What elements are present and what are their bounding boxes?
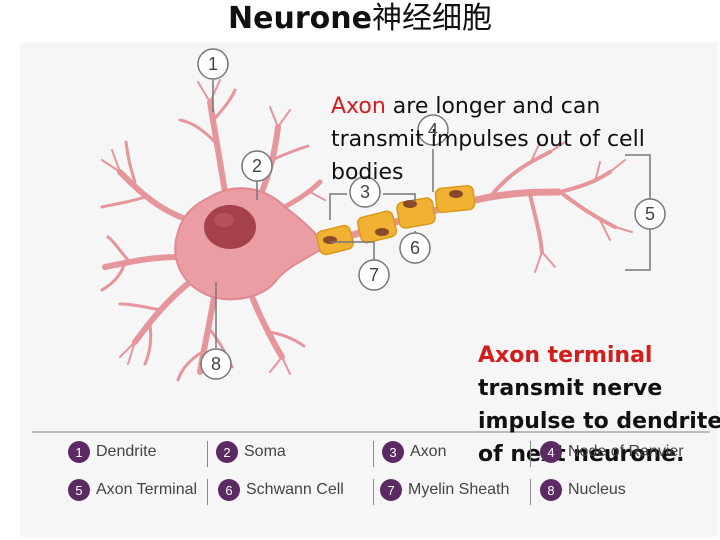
legend-item-dendrite: 1 Dendrite (68, 441, 156, 463)
axon-terminal (488, 141, 633, 273)
legend-item-myelin-sheath: 7 Myelin Sheath (380, 479, 509, 501)
myelin-sheath (316, 184, 476, 256)
legend-badge: 7 (380, 479, 402, 501)
svg-text:4: 4 (428, 120, 438, 140)
callout-5: 5 (634, 198, 666, 230)
callout-7: 7 (358, 259, 390, 291)
svg-text:7: 7 (369, 265, 379, 285)
diagram-panel: 1 2 3 4 5 6 7 8 Axon are longer and can transmi… (20, 42, 720, 537)
legend-separator (373, 441, 374, 467)
legend-badge: 4 (540, 441, 562, 463)
title-chinese: 神经细胞 (371, 1, 492, 36)
callout-1: 1 (197, 48, 229, 80)
callout-3: 3 (349, 176, 381, 208)
callout-8: 8 (200, 348, 232, 380)
legend-label: Dendrite (96, 443, 157, 460)
legend-separator (530, 441, 531, 467)
legend-badge: 8 (540, 479, 562, 501)
axon-annotation-highlight: Axon (331, 94, 386, 119)
legend-label: Node of Ranvier (568, 443, 684, 460)
axon-annotation-text: are longer and can transmit impulses out… (331, 94, 645, 185)
legend-separator (207, 479, 208, 505)
callout-4: 4 (417, 114, 449, 146)
svg-text:2: 2 (252, 156, 262, 176)
svg-text:5: 5 (645, 204, 655, 224)
legend-badge: 3 (382, 441, 404, 463)
legend-label: Axon Terminal (96, 481, 198, 498)
svg-text:8: 8 (211, 354, 221, 374)
legend-item-schwann-cell: 6 Schwann Cell (218, 479, 344, 501)
legend-badge: 1 (68, 441, 90, 463)
legend-label: Nucleus (568, 481, 626, 498)
axon-terminal-annotation-text: transmit nerve impulse to dendrite of ne… (478, 376, 720, 467)
legend-label: Schwann Cell (246, 481, 344, 498)
legend-separator (373, 479, 374, 505)
legend-label: Myelin Sheath (408, 481, 510, 498)
legend-badge: 6 (218, 479, 240, 501)
legend-separator (207, 441, 208, 467)
axon-annotation: Axon are longer and can transmit impulse… (331, 90, 681, 189)
page-title: Neurone神经细胞 (0, 0, 720, 38)
legend-item-axon-terminal: 5 Axon Terminal (68, 479, 197, 501)
legend-label: Axon (410, 443, 447, 460)
callout-6: 6 (399, 232, 431, 264)
svg-text:3: 3 (360, 182, 370, 202)
title-english: Neurone (228, 1, 372, 36)
callout-2: 2 (241, 150, 273, 182)
legend-label: Soma (244, 443, 286, 460)
neuron-diagram (32, 79, 710, 433)
legend-badge: 2 (216, 441, 238, 463)
axon-terminal-annotation: Axon terminal transmit nerve impulse to … (478, 339, 720, 471)
legend-item-nucleus: 8 Nucleus (540, 479, 626, 501)
svg-text:1: 1 (208, 54, 218, 74)
legend-item-soma: 2 Soma (216, 441, 286, 463)
axon-terminal-annotation-highlight: Axon terminal (478, 343, 653, 368)
legend-item-axon: 3 Axon (382, 441, 446, 463)
callout-marks: 1 2 3 4 5 6 7 8 (197, 48, 666, 380)
svg-text:6: 6 (410, 238, 420, 258)
legend-item-node-of-ranvier: 4 Node of Ranvier (540, 441, 684, 463)
legend-badge: 5 (68, 479, 90, 501)
legend-separator (530, 479, 531, 505)
